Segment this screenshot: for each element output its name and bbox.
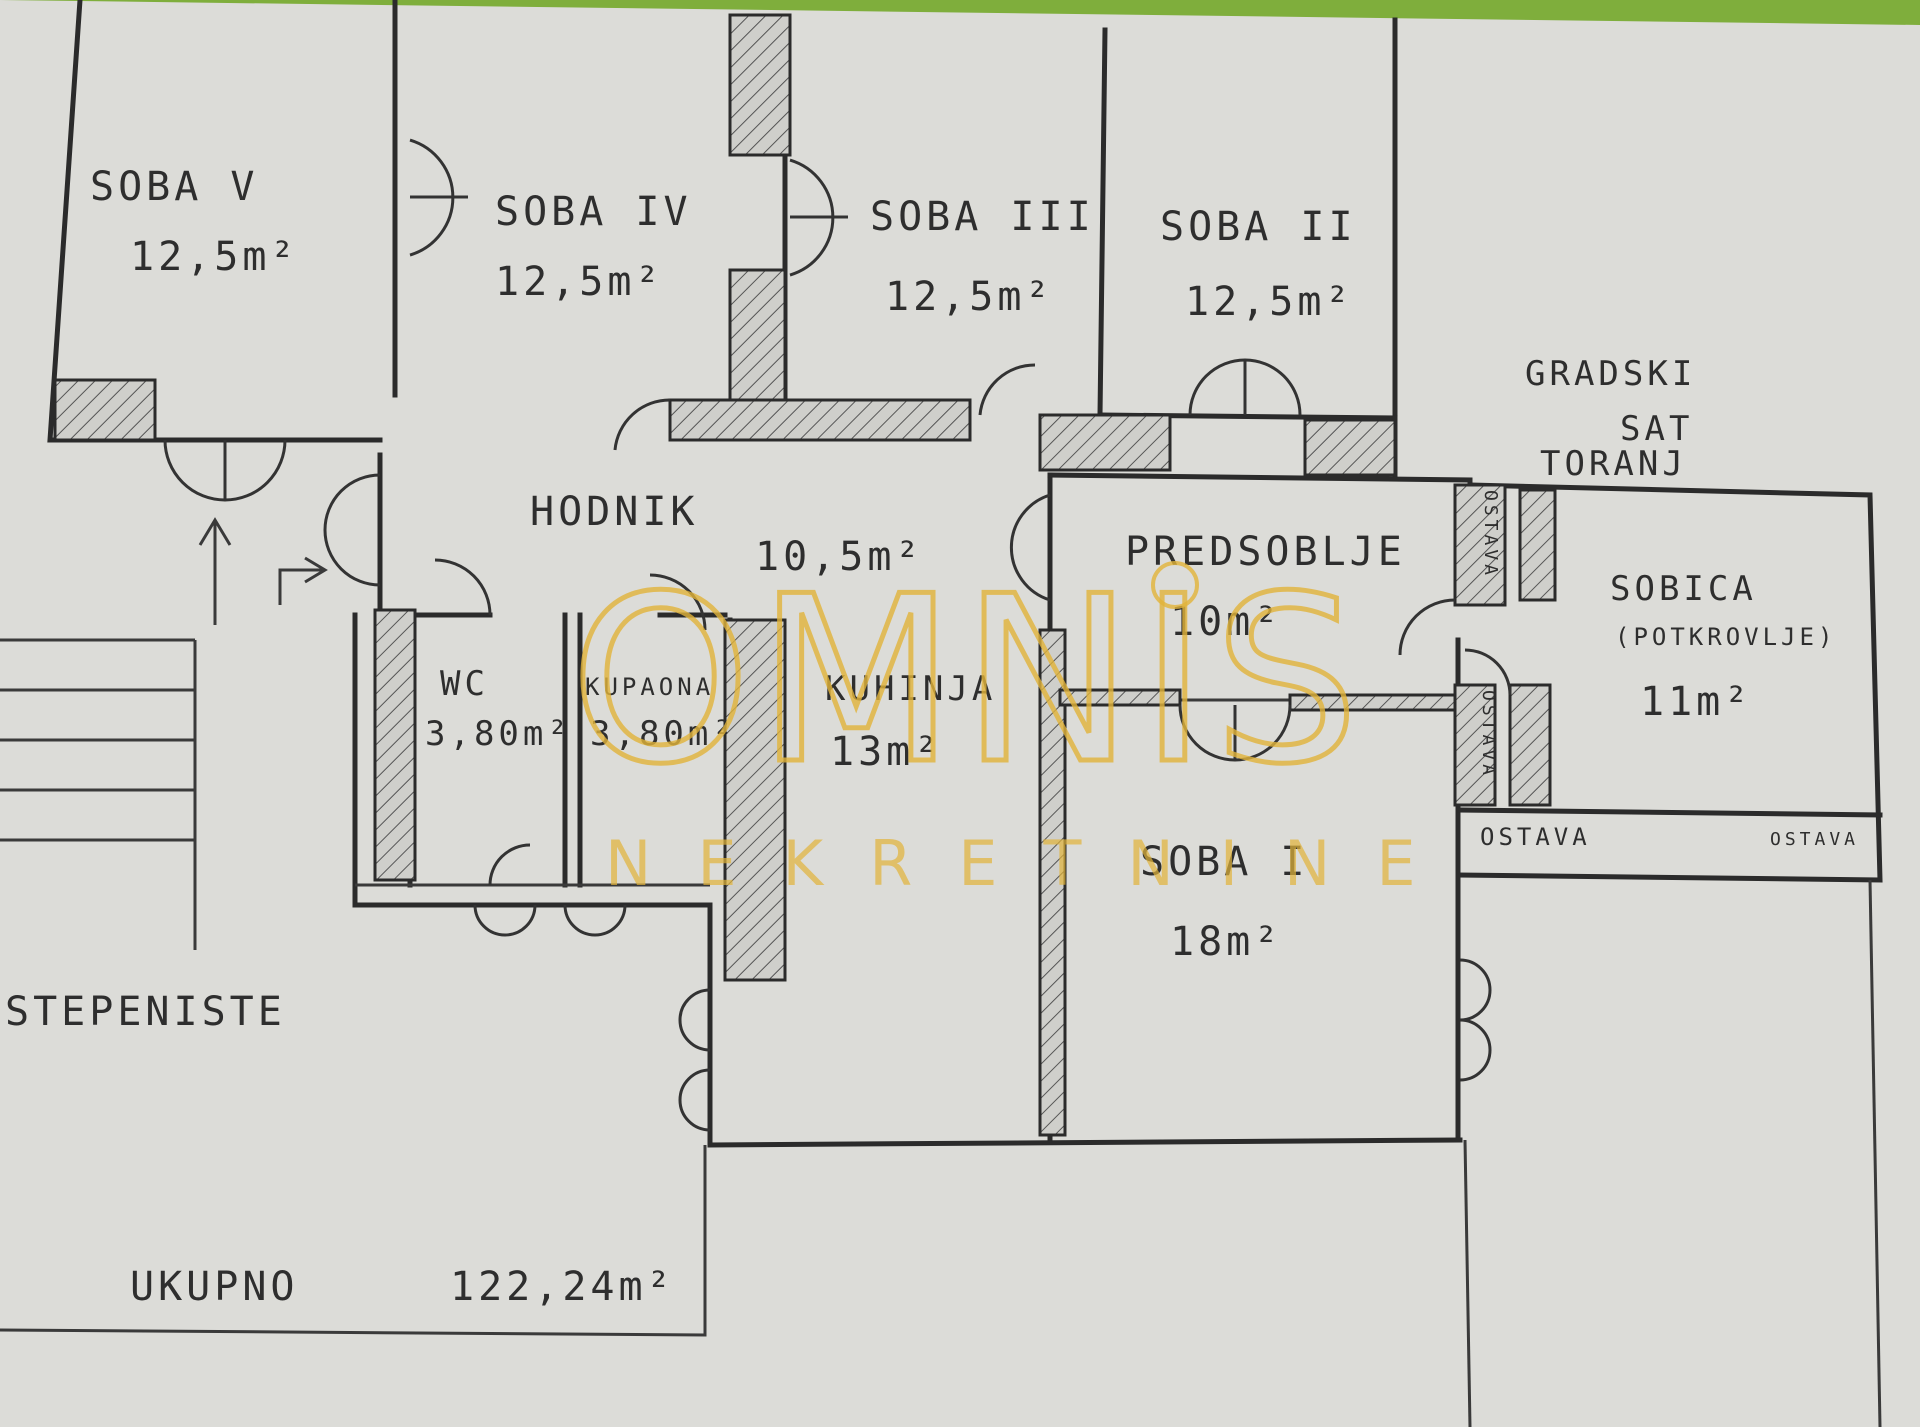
- tower-line-2: SAT: [1620, 409, 1693, 449]
- stairs: [0, 517, 328, 950]
- ostava-label-3: OSTAVA: [1480, 823, 1591, 851]
- room-soba-ii-name: SOBA II: [1160, 204, 1357, 250]
- stairs-label: STEPENISTE: [5, 989, 286, 1035]
- room-kuhinja-name: KUHINJA: [825, 669, 996, 709]
- hatched-walls: [53, 13, 1557, 1137]
- tower-line-1: GRADSKI: [1525, 354, 1696, 394]
- total-value: 122,24m²: [450, 1264, 675, 1310]
- room-soba-iv-name: SOBA IV: [495, 189, 692, 235]
- room-hodnik-area: 10,5m²: [755, 534, 924, 580]
- room-soba-v-name: SOBA V: [90, 164, 259, 210]
- watermark-sub: NEKRETNINE: [605, 827, 1462, 900]
- room-soba-iii-area: 12,5m²: [885, 274, 1054, 320]
- room-predsoblje-area: 10m²: [1170, 599, 1282, 645]
- room-soba-iii-name: SOBA III: [870, 194, 1095, 240]
- room-wc-area: 3,80m²: [425, 714, 572, 754]
- ostava-labels: OSTAVA OSTAVA OSTAVA OSTAVA: [1478, 490, 1859, 851]
- room-soba-i-area: 18m²: [1170, 919, 1282, 965]
- room-soba-v-area: 12,5m²: [130, 234, 299, 280]
- ostava-label-1: OSTAVA: [1480, 490, 1501, 579]
- room-sobica-note: (POTKROVLJE): [1615, 623, 1836, 651]
- room-soba-ii-area: 12,5m²: [1185, 279, 1354, 325]
- room-soba-iv-area: 12,5m²: [495, 259, 664, 305]
- tower-line-3: TORANJ: [1540, 444, 1687, 484]
- total-label: UKUPNO: [130, 1264, 299, 1310]
- room-labels: SOBA V 12,5m² SOBA IV 12,5m² SOBA III 12…: [90, 164, 1836, 965]
- ostava-label-2: OSTAVA: [1478, 690, 1499, 779]
- room-predsoblje-name: PREDSOBLJE: [1125, 529, 1406, 575]
- room-kupaona-area: 3,80m²: [590, 714, 737, 754]
- doors: [163, 138, 1512, 1132]
- tower-label: GRADSKI SAT TORANJ: [1525, 354, 1696, 484]
- ostava-label-4: OSTAVA: [1770, 829, 1859, 850]
- room-kuhinja-area: 13m²: [830, 729, 942, 775]
- room-soba-i-name: SOBA I: [1140, 839, 1309, 885]
- room-sobica-name: SOBICA: [1610, 569, 1757, 609]
- room-kupaona-name: KUPAONA: [585, 673, 714, 701]
- room-hodnik-name: HODNIK: [530, 489, 699, 535]
- room-wc-name: WC: [440, 664, 489, 704]
- watermark: OMNIS NEKRETNINE: [568, 546, 1462, 901]
- watermark-brand: OMNIS: [570, 548, 1365, 815]
- room-sobica-area: 11m²: [1640, 679, 1752, 725]
